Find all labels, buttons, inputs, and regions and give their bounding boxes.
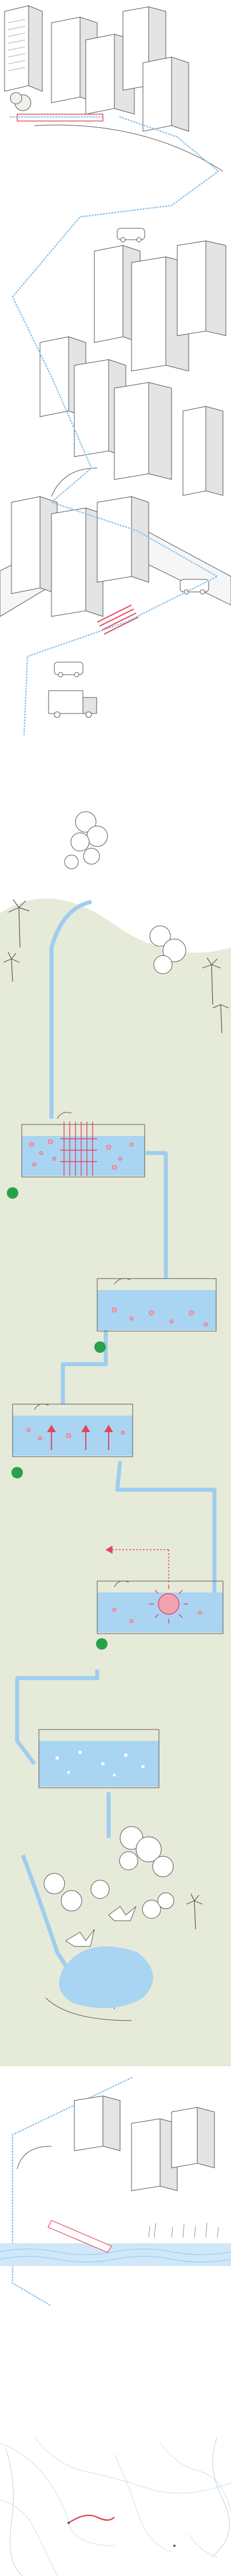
map-rivers	[0, 2437, 231, 2576]
tank-outline	[21, 1124, 145, 1178]
bird	[65, 1906, 137, 1947]
office-building	[177, 240, 226, 336]
crosswalk	[97, 604, 139, 635]
tree-cluster	[64, 811, 186, 974]
tank-outline	[38, 1729, 160, 1788]
treatment-tank-2	[97, 1278, 217, 1332]
office-building	[142, 57, 189, 132]
green-dot-indicator	[96, 1638, 107, 1650]
red-pipe-segment	[17, 114, 103, 122]
map-highlight-route	[68, 2514, 115, 2523]
tank-water	[39, 1741, 159, 1787]
car	[54, 662, 83, 678]
office-building	[74, 2095, 121, 2151]
pollutant-particles	[111, 1307, 208, 1327]
clean-bubbles	[55, 1751, 145, 1777]
pollutant-particles	[26, 1428, 125, 1441]
green-dot-indicator	[11, 1467, 23, 1478]
tank-outline	[12, 1404, 133, 1457]
office-building	[51, 507, 103, 617]
tank-outline	[97, 1581, 224, 1634]
pointer-line	[57, 1112, 72, 1119]
river-wave	[0, 2248, 231, 2255]
office-building	[171, 2107, 215, 2168]
green-dot-indicator	[94, 1341, 106, 1353]
aeration-arrows	[47, 1425, 113, 1450]
pointer-line	[114, 1581, 129, 1587]
pollutant-particles	[112, 1607, 202, 1623]
truck	[48, 690, 97, 718]
dotted-pipe	[9, 116, 220, 2307]
tank-water	[22, 1136, 145, 1176]
office-building	[114, 382, 172, 480]
river-city	[0, 2095, 231, 2266]
green-dot-indicator	[7, 1187, 18, 1199]
treatment-tank-5	[38, 1729, 160, 1788]
pond-edge	[45, 1997, 132, 2021]
map	[0, 2437, 231, 2576]
road-city	[0, 496, 231, 718]
pointer-line	[34, 1404, 49, 1410]
uv-lamp	[149, 1585, 188, 1623]
pollutant-particles	[29, 1139, 134, 1170]
car	[180, 579, 209, 595]
pond	[59, 1946, 153, 2008]
road-curve	[17, 2146, 52, 2170]
tower-building	[4, 5, 43, 92]
map-borders	[5, 2437, 230, 2576]
treatment-tank-1	[21, 1112, 145, 1178]
tree-cluster	[43, 1826, 174, 1919]
tree	[10, 92, 22, 104]
tank-water	[13, 1416, 133, 1456]
pond-area	[43, 1826, 203, 2021]
office-building	[11, 496, 58, 594]
river-wave	[0, 2256, 231, 2263]
office-building	[97, 496, 149, 583]
office-building	[182, 406, 224, 496]
map-point	[67, 2522, 70, 2524]
office-building	[131, 2118, 178, 2191]
treatment-tank-4	[97, 1545, 224, 1634]
treatment-tank-3	[12, 1404, 133, 1457]
city-top	[4, 5, 224, 172]
tank-water	[97, 1593, 223, 1632]
pointer-line	[114, 1278, 131, 1285]
reeds	[148, 2222, 219, 2238]
road-curve	[34, 124, 224, 172]
water-pipe	[15, 900, 217, 1999]
tank-outline	[97, 1278, 217, 1332]
road-curve	[51, 467, 98, 497]
map-point	[173, 2545, 176, 2547]
uv-beam	[105, 1545, 169, 1584]
outfall-pipe	[47, 2220, 112, 2253]
palm-tree	[3, 899, 229, 1034]
tank-water	[97, 1290, 216, 1330]
car	[117, 228, 145, 243]
city-middle	[39, 228, 226, 497]
screen-grid	[60, 1122, 97, 1176]
